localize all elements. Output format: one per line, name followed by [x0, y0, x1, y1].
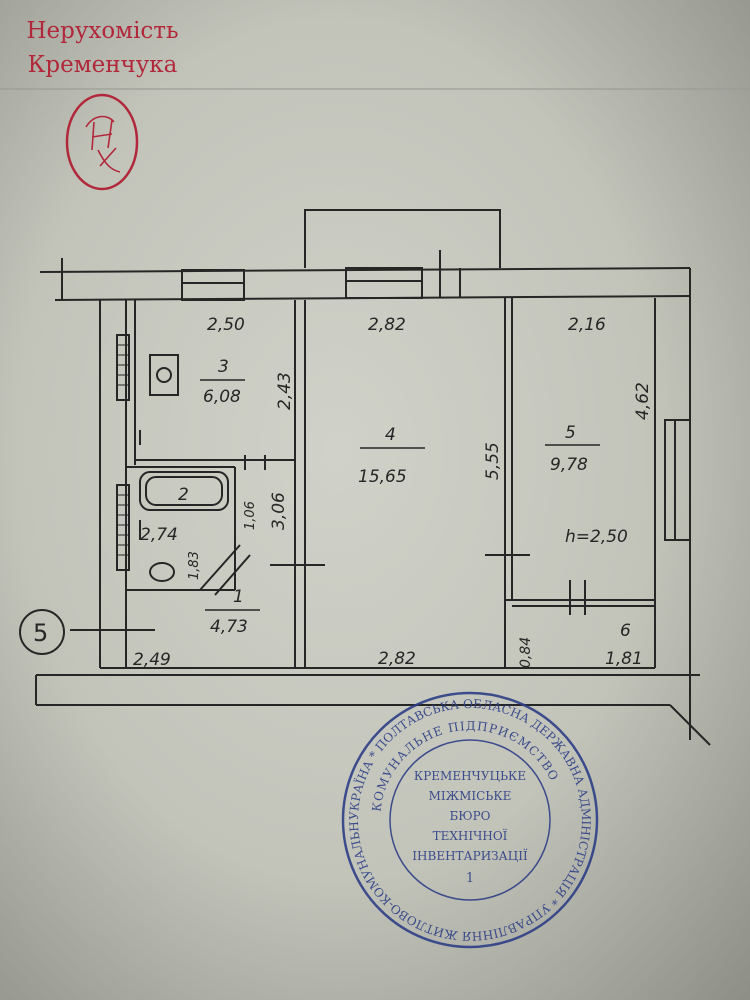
dim-room6-side: 0,84: [518, 637, 534, 668]
stamp-center-line-1: КРЕМЕНЧУЦЬКЕ: [414, 769, 526, 783]
dim-room3-top: 2,50: [207, 315, 245, 335]
dim-corridor-bottom: 2,49: [133, 650, 171, 670]
dim-bath-side-a: 1,06: [243, 501, 258, 530]
room-3-number: 3: [218, 357, 229, 377]
room-1-number: 1: [233, 587, 244, 607]
brand-watermark: Нерухомість Кременчука: [0, 14, 205, 82]
brand-line1: Нерухомість: [26, 18, 179, 44]
dim-room4-bottom: 2,82: [378, 649, 416, 669]
room-2-number: 2: [178, 485, 189, 505]
radiator-ribs: [117, 344, 129, 556]
dim-wc-depth: 1,83: [187, 551, 202, 580]
walls: [19, 209, 711, 746]
brand-line2: Кременчука: [27, 52, 178, 78]
paper-fold: [0, 88, 750, 90]
dim-room3-side: 2,43: [275, 372, 295, 410]
dim-room4-side: 5,55: [483, 442, 503, 480]
room-6-number: 6: [620, 621, 631, 641]
room-3-area: 6,08: [203, 387, 241, 407]
dim-room4-top: 2,82: [368, 315, 406, 335]
dim-room5-side: 4,62: [633, 382, 653, 420]
room-6-area: 1,81: [605, 649, 643, 669]
brand-monogram-logo: [65, 93, 139, 191]
dim-bath-side-b: 3,06: [269, 492, 289, 530]
official-stamp: УКРАЇНА * ПОЛТАВСЬКА ОБЛАСНА ДЕРЖАВНА АД…: [0, 0, 599, 949]
area-underlines: [200, 379, 600, 611]
dim-room5-top: 2,16: [568, 315, 606, 335]
room-5-number: 5: [565, 423, 576, 443]
dim-wc-side: 2,74: [140, 525, 178, 545]
stamp-center-line-4: ТЕХНІЧНОЇ: [433, 827, 508, 843]
room-4-area: 15,65: [358, 467, 407, 487]
room-4-number: 4: [385, 425, 396, 445]
room-1-area: 4,73: [210, 617, 248, 637]
plan-marker: 5: [33, 619, 48, 647]
ceiling-height: h=2,50: [565, 527, 628, 547]
stamp-center-line-3: БЮРО: [449, 809, 490, 823]
stamp-center-line-5: ІНВЕНТАРИЗАЦІЇ: [412, 847, 528, 863]
stamp-center-line-2: МІЖМІСЬКЕ: [429, 789, 512, 803]
stamp-number: 1: [466, 871, 474, 886]
room-5-area: 9,78: [550, 455, 588, 475]
